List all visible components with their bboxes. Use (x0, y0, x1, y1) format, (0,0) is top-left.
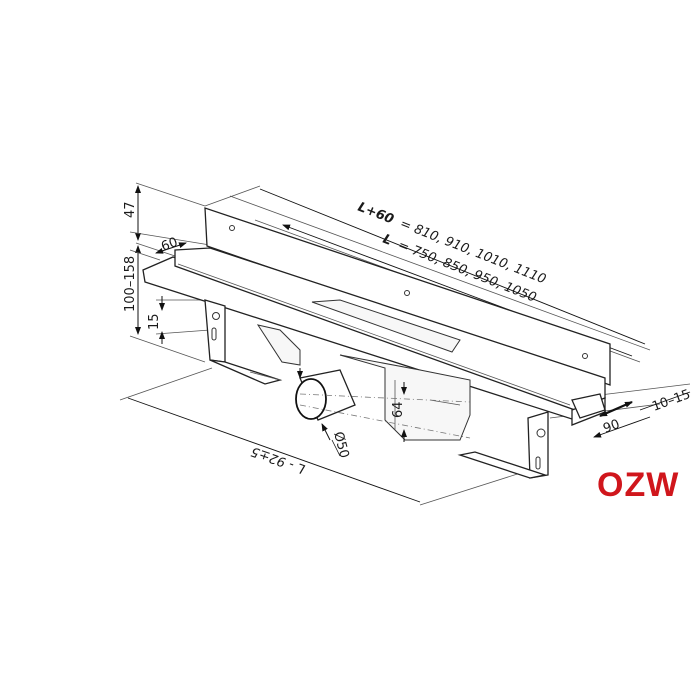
model-code: OZW (597, 466, 680, 504)
dim-trap-height: 64 (391, 401, 406, 418)
dim-frame-height: 15 (147, 313, 162, 330)
dim-bracket-depth: 90 (601, 417, 622, 437)
dim-flange-height: 47 (123, 201, 138, 218)
trap-dimension (297, 368, 407, 457)
dim-wall-gap: 10–15 (650, 387, 692, 415)
dim-height-range: 100–158 (123, 256, 138, 312)
dimension-lines (119, 182, 691, 506)
right-bracket (457, 393, 606, 479)
wall-gap-arrow (599, 400, 633, 418)
dim-channel-width: 60 (159, 235, 180, 255)
left-bracket (204, 299, 283, 385)
dim-outlet-diameter: Ø50 (330, 430, 351, 460)
wall-flange (204, 207, 611, 386)
drain-trap (256, 324, 471, 441)
dim-bracket-span: L - 92±5 (249, 443, 307, 476)
